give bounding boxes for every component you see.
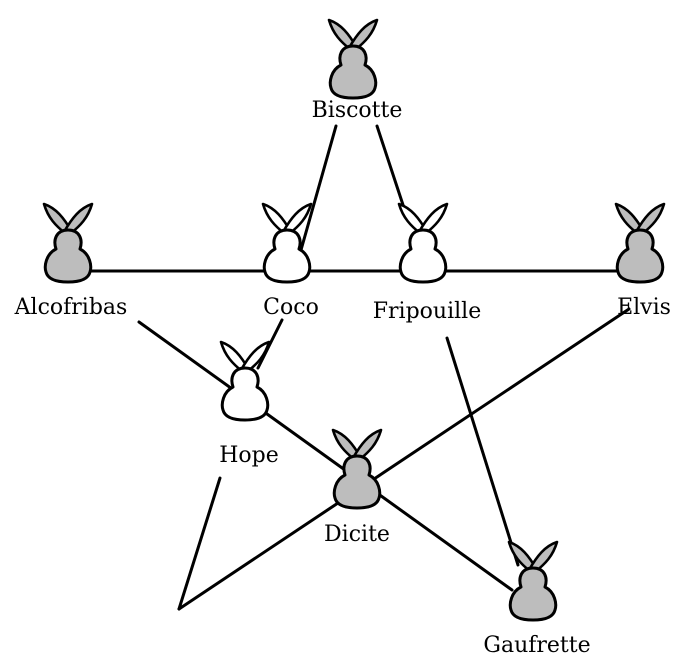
rabbit-body bbox=[398, 228, 448, 284]
rabbit-icon bbox=[614, 202, 666, 284]
rabbit-body bbox=[220, 366, 270, 422]
rabbit-ear-right bbox=[281, 202, 313, 236]
rabbit-ear-right bbox=[347, 18, 379, 52]
edges-layer bbox=[66, 124, 642, 611]
rabbit-body bbox=[508, 566, 558, 622]
rabbit-icon bbox=[507, 540, 559, 622]
node-label-coco: Coco bbox=[263, 295, 319, 320]
rabbit-icon bbox=[219, 340, 271, 422]
rabbit-icon bbox=[327, 18, 379, 100]
node-label-elvis: Elvis bbox=[617, 295, 671, 320]
rabbit-body bbox=[328, 44, 378, 100]
rabbit-body bbox=[615, 228, 665, 284]
node-alcofribas: Alcofribas bbox=[14, 202, 128, 320]
node-label-biscotte: Biscotte bbox=[312, 98, 403, 123]
rabbit-ear-right bbox=[239, 340, 271, 374]
rabbit-icon bbox=[397, 202, 449, 284]
node-label-alcofribas: Alcofribas bbox=[14, 295, 128, 320]
node-dicite: Dicite bbox=[324, 428, 390, 547]
edge-coco-hope bbox=[256, 318, 284, 370]
rabbit-icon bbox=[261, 202, 313, 284]
node-elvis: Elvis bbox=[614, 202, 671, 320]
edge-fripouille-gaufrette bbox=[445, 336, 520, 567]
edge-alcofribas-gaufrette bbox=[137, 320, 514, 592]
rabbit-ear-right bbox=[351, 428, 383, 462]
rabbit-body bbox=[262, 228, 312, 284]
rabbit-ear-right bbox=[634, 202, 666, 236]
node-fripouille: Fripouille bbox=[373, 202, 481, 324]
rabbit-icon bbox=[42, 202, 94, 284]
node-gaufrette: Gaufrette bbox=[483, 540, 591, 655]
edge-hope-vertex bbox=[177, 476, 222, 611]
node-hope: Hope bbox=[219, 340, 279, 468]
rabbit-body bbox=[332, 454, 382, 510]
node-label-gaufrette: Gaufrette bbox=[483, 633, 590, 655]
rabbit-ear-right bbox=[527, 540, 559, 574]
rabbit-icon bbox=[331, 428, 383, 510]
edge-vertex-elvis bbox=[177, 307, 631, 611]
rabbit-ear-right bbox=[62, 202, 94, 236]
node-label-fripouille: Fripouille bbox=[373, 299, 481, 324]
rabbit-body bbox=[43, 228, 93, 284]
edge-biscotte-fripouille bbox=[375, 124, 408, 216]
edge-biscotte-coco bbox=[299, 124, 338, 252]
node-biscotte: Biscotte bbox=[312, 18, 403, 123]
node-coco: Coco bbox=[261, 202, 319, 320]
rabbit-ear-right bbox=[417, 202, 449, 236]
node-label-hope: Hope bbox=[219, 443, 279, 468]
node-label-dicite: Dicite bbox=[324, 522, 390, 547]
